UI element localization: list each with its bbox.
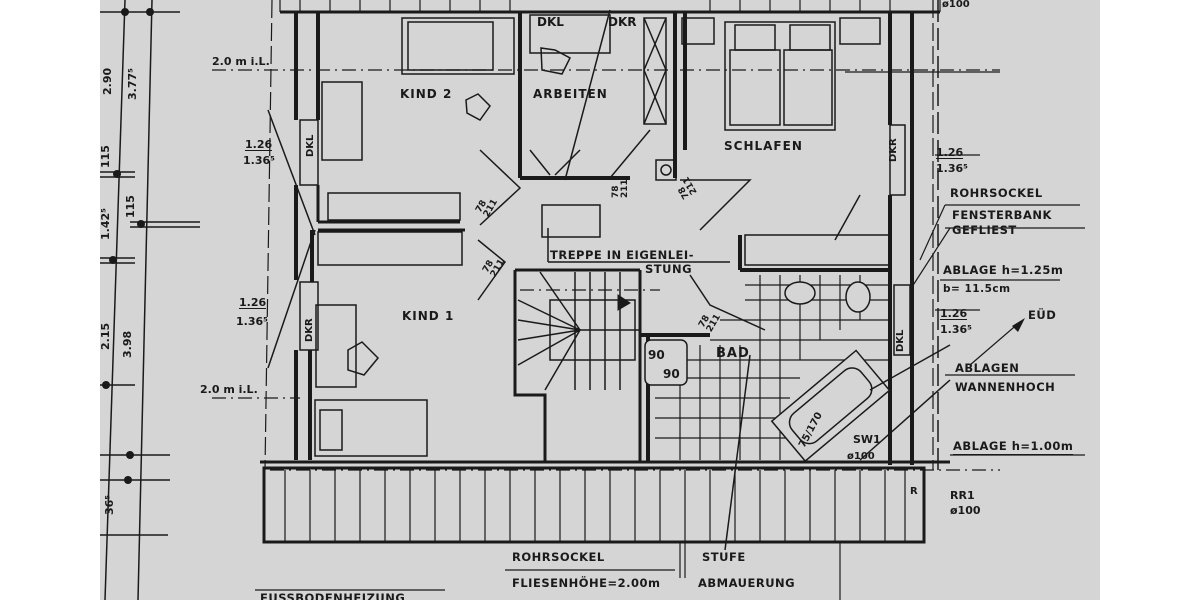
door-3-height: 211 — [620, 179, 631, 198]
radiator-dkl-bad: DKL — [895, 329, 906, 352]
kneewall-top-label: 2.0 m i.L. — [212, 55, 270, 68]
rr-marker: R — [910, 486, 918, 497]
room-label-bad: BAD — [716, 346, 750, 361]
note-rohrsockel-right: ROHRSOCKEL — [950, 186, 1043, 200]
window-schlafen-head: 1.36⁵ — [936, 162, 968, 175]
window-schlafen-sill: 1.26 — [936, 146, 964, 159]
note-wannenhoch: WANNENHOCH — [955, 380, 1056, 394]
radiator-dkl-arbeiten: DKL — [537, 15, 564, 29]
floor-plan-sheet: 2.90 3.77⁵ 115 115 1.42⁵ 2.15 3.98 36⁵ 2… — [100, 0, 1100, 600]
radiator-dkr-kind1: DKR — [304, 318, 315, 342]
note-rohrsockel-bottom: ROHRSOCKEL — [512, 550, 605, 564]
note-eud: EÜD — [1028, 308, 1057, 322]
roof-bottom — [260, 460, 950, 544]
shower-size-a: 90 — [648, 348, 665, 362]
note-gefliest: GEFLIEST — [952, 223, 1017, 237]
note-stufe: STUFE — [702, 550, 746, 564]
note-ablage-100: ABLAGE h=1.00m — [953, 439, 1074, 455]
radiator-dkr-arbeiten: DKR — [608, 15, 637, 29]
dim-365: 36⁵ — [103, 494, 116, 515]
dim-2-90: 2.90 — [101, 67, 114, 95]
radiator-dkl-kind2: DKL — [305, 134, 316, 157]
dim-3-775: 3.77⁵ — [126, 68, 139, 100]
window-kind1-head: 1.36⁵ — [236, 315, 268, 328]
window-bad-head: 1.36⁵ — [940, 323, 972, 336]
dim-115-b: 115 — [124, 195, 137, 218]
stair-note-line1: TREPPE IN EIGENLEI- — [550, 248, 694, 262]
room-kind2-walls — [316, 185, 465, 232]
window-kind2-sill: 1.26 — [245, 138, 273, 151]
room-arbeiten-walls — [518, 12, 677, 180]
note-fensterbank: FENSTERBANK — [952, 208, 1052, 222]
dim-115-a: 115 — [100, 145, 112, 168]
radiator-dkr-schlafen: DKR — [888, 138, 899, 162]
dim-1-425: 1.42⁵ — [100, 208, 112, 240]
note-abmauerung: ABMAUERUNG — [698, 576, 796, 590]
room-label-arbeiten: ARBEITEN — [533, 87, 608, 101]
note-ablage-width: b= 11.5cm — [943, 283, 1011, 295]
room-label-schlafen: SCHLAFEN — [724, 139, 803, 153]
staircase — [513, 268, 642, 462]
note-fussbodenheizung: FUSSBODENHEIZUNG — [260, 591, 406, 600]
room-label-kind2: KIND 2 — [400, 87, 453, 101]
downpipe-sw1-diameter: ø100 — [847, 451, 875, 462]
floor-plan-drawing — [100, 0, 1085, 600]
window-kind1-sill: 1.26 — [239, 296, 267, 309]
wall-left — [294, 12, 320, 460]
note-ablagen: ABLAGEN — [955, 361, 1020, 375]
downpipe-rr1-diameter: ø100 — [950, 504, 981, 517]
window-kind2-head: 1.36⁵ — [243, 154, 275, 167]
dim-3-98: 3.98 — [121, 330, 134, 358]
shower-size-b: 90 — [663, 367, 680, 381]
downpipe-sw1: SW1 — [853, 433, 881, 446]
note-fliesenhoehe: FLIESENHÖHE=2.00m — [512, 576, 661, 590]
room-label-kind1: KIND 1 — [402, 309, 455, 323]
window-bad-sill: 1.26 — [940, 307, 968, 320]
kneewall-bottom-label: 2.0 m i.L. — [200, 383, 258, 396]
top-pipe-diameter: ø100 — [942, 0, 970, 10]
downpipe-rr1: RR1 — [950, 489, 975, 502]
dimension-dots — [102, 8, 154, 484]
dim-2-15: 2.15 — [100, 322, 112, 350]
stair-note-line2: STUNG — [645, 262, 693, 276]
note-ablage-125: ABLAGE h=1.25m — [943, 263, 1064, 277]
